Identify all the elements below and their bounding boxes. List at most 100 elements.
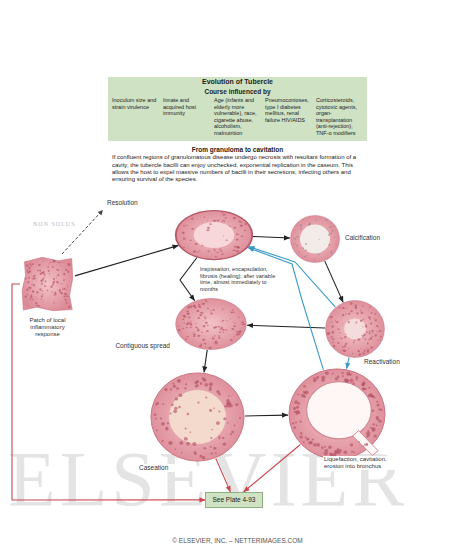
cell-dot — [233, 227, 236, 229]
cell-dot — [207, 227, 210, 229]
cell-dot — [185, 316, 187, 317]
cell-dot — [211, 324, 212, 326]
cell-dot — [178, 406, 181, 408]
cell-dot — [30, 294, 32, 296]
cell-dot — [167, 422, 169, 424]
cell-dot — [240, 225, 243, 227]
cell-dot — [52, 266, 54, 268]
cell-dot — [206, 330, 209, 332]
cell-dot — [190, 327, 192, 328]
lesion-outline — [326, 301, 385, 358]
cell-dot — [325, 371, 329, 375]
cell-dot — [300, 225, 302, 227]
factor-text: Corticosteroids, cytotoxic agents, organ… — [316, 97, 364, 137]
cell-dot — [362, 352, 364, 354]
cell-dot — [238, 333, 241, 335]
cell-dot — [185, 427, 187, 429]
lesion-illustration — [175, 210, 253, 260]
cell-dot — [225, 239, 227, 241]
cell-dot — [318, 254, 319, 255]
cell-dot — [340, 338, 341, 339]
cell-dot — [214, 250, 216, 251]
cell-dot — [160, 418, 162, 420]
cell-dot — [337, 449, 339, 451]
lesion-stage: Contiguous spread — [175, 298, 247, 350]
lesion-stage: Liquefaction, cavitation, erosion into b… — [288, 368, 386, 460]
cell-dot — [227, 422, 229, 424]
cell-dot — [329, 226, 331, 228]
cell-dot — [207, 325, 209, 326]
cell-dot — [194, 453, 196, 455]
cell-dot — [170, 412, 172, 414]
cell-dot — [197, 328, 199, 329]
cell-dot — [322, 250, 324, 252]
cell-dot — [219, 331, 221, 333]
cell-dot — [356, 379, 358, 381]
lesion-illustration — [288, 368, 386, 460]
cell-dot — [333, 345, 335, 347]
lesion-outline — [151, 373, 244, 461]
patch-shape — [22, 257, 73, 310]
cell-dot — [371, 346, 374, 348]
cell-dot — [371, 395, 374, 398]
cell-dot — [233, 425, 235, 427]
cell-dot — [50, 262, 51, 263]
cell-dot — [367, 430, 369, 432]
cell-dot — [215, 326, 218, 328]
cell-dot — [363, 334, 365, 336]
cell-dot — [195, 327, 197, 329]
arrow-head — [172, 245, 179, 250]
cell-dot — [207, 250, 210, 252]
lesion-illustration — [20, 255, 75, 313]
cell-dot — [370, 337, 373, 339]
cell-dot — [181, 332, 182, 334]
cell-dot — [244, 223, 246, 225]
cell-dot — [221, 253, 224, 255]
cell-dot — [223, 220, 225, 221]
cell-dot — [28, 277, 30, 279]
cell-dot — [197, 251, 199, 252]
cell-dot — [220, 250, 223, 252]
cell-dot — [297, 393, 299, 395]
cell-dot — [34, 275, 36, 276]
cell-dot — [341, 338, 343, 340]
flow-arrow — [245, 413, 288, 418]
cell-dot — [352, 383, 355, 385]
cell-dot — [65, 269, 67, 271]
cell-dot — [351, 451, 353, 453]
cell-dot — [345, 379, 349, 383]
cell-dot — [371, 330, 373, 332]
cell-dot — [200, 382, 202, 384]
cell-dot — [345, 313, 347, 315]
cell-dot — [173, 383, 175, 385]
cell-dot — [187, 336, 189, 338]
cell-dot — [342, 314, 344, 316]
cell-dot — [236, 233, 239, 235]
cell-dot — [27, 271, 29, 274]
cell-dot — [53, 302, 54, 303]
copyright-line: © ELSEVIER, INC. – NETTERIMAGES.COM — [0, 537, 475, 545]
factor-text: Pneumoconioses, type I diabetes mellitus… — [265, 97, 313, 123]
cell-dot — [55, 292, 57, 294]
cell-dot — [238, 316, 240, 317]
cell-dot — [44, 274, 46, 276]
cell-dot — [210, 313, 213, 315]
cell-dot — [241, 235, 244, 237]
cell-dot — [193, 305, 195, 306]
cell-dot — [216, 421, 220, 425]
cell-dot — [324, 446, 326, 448]
cell-dot — [200, 312, 202, 313]
cell-dot — [161, 422, 165, 426]
arrow-head — [202, 366, 207, 372]
cell-dot — [56, 278, 57, 279]
cell-dot — [348, 348, 349, 349]
cell-dot — [244, 230, 246, 232]
cell-dot — [303, 391, 306, 393]
cell-dot — [28, 267, 30, 269]
cell-dot — [225, 329, 227, 330]
flow-arrow — [244, 445, 301, 493]
cell-dot — [198, 304, 200, 306]
cell-dot — [222, 329, 225, 331]
cell-dot — [230, 318, 231, 320]
cell-dot — [204, 317, 206, 319]
